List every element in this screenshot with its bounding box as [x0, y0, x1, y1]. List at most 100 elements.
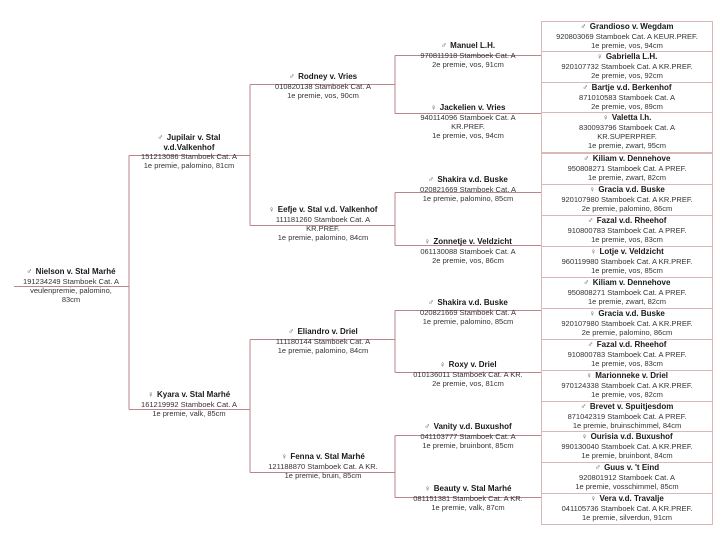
ancestor-name: ♂ Grandioso v. Wegdam [580, 22, 674, 31]
great-grandparent-name: ♂ Shakira v.d. Buske [428, 298, 508, 307]
ancestor-box-15: ♂ Guus v. 't Eind 920801912 Stamboek Cat… [541, 462, 713, 494]
female-icon: ♀ [424, 237, 431, 246]
great-grandparent-premium: 1e premie, valk, 87cm [431, 502, 505, 512]
ancestor-premium: 1e premie, silverdun, 91cm [581, 512, 673, 522]
ancestor-name: ♀ Gracia v.d. Buske [589, 185, 665, 194]
male-icon: ♂ [440, 41, 447, 50]
ancestor-name: ♂ Kiliam v. Dennehove [583, 154, 671, 163]
ancestor-premium: 1e premie, vos, 82cm [591, 389, 663, 399]
grandparent-premium: 1e premie, palomino, 84cm [277, 345, 369, 355]
ancestor-premium: 2e premie, palomino, 86cm [581, 203, 673, 213]
ancestor-box-14: ♀ Ourisia v.d. Buxushof 990130040 Stambo… [541, 431, 713, 463]
ancestor-registration: 920107980 Stamboek Cat. A KR.PREF. [561, 318, 693, 328]
ancestor-premium: 1e premie, bruinbont, 84cm [581, 450, 673, 460]
female-icon: ♀ [268, 205, 275, 214]
ancestor-registration: 871010583 Stamboek Cat. A [579, 92, 675, 102]
great-grandparent-grade: KR.PREF. [451, 121, 485, 131]
great-grandparent-name: ♂ Vanity v.d. Buxushof [424, 422, 512, 431]
ancestor-registration: 970124338 Stamboek Cat. A KR.PREF. [561, 380, 693, 390]
male-icon: ♂ [583, 154, 590, 163]
ancestor-premium: 1e premie, vos, 94cm [591, 40, 663, 50]
great-grandparent-registration: 020821669 Stamboek Cat. A [420, 184, 516, 194]
great-grandparent-name: ♀ Jackelien v. Vries [430, 103, 506, 112]
ancestor-premium: 1e premie, vosschimmel, 85cm [575, 481, 679, 491]
subject-height: 83cm [61, 294, 81, 304]
grandparent-premium: 1e premie, palomino, 84cm [277, 232, 369, 242]
grandparent-4: ♀ Fenna v. Stal Marhé 121188870 Stamboek… [256, 452, 390, 480]
great-grandparent-5: ♂ Shakira v.d. Buske 020821669 Stamboek … [404, 298, 532, 326]
sire-premium: 1e premie, palomino, 81cm [143, 161, 235, 170]
ancestor-premium: 2e premie, palomino, 86cm [581, 327, 673, 337]
ancestor-name: ♀ Ourisia v.d. Buxushof [581, 432, 673, 441]
grandparent-name: ♂ Eliandro v. Driel [288, 327, 358, 336]
sire-name: ♂ Jupilair v. Stal v.d.Valkenhof [157, 133, 221, 152]
great-grandparent-premium: 2e premie, vos, 91cm [432, 59, 504, 69]
dam-registration: 161219992 Stamboek Cat. A [141, 399, 237, 409]
great-grandparent-registration: 081151381 Stamboek Cat. A KR. [413, 493, 523, 503]
ancestor-premium: 2e premie, vos, 89cm [591, 101, 663, 111]
great-grandparent-registration: 041103777 Stamboek Cat. A [420, 431, 516, 441]
female-icon: ♀ [589, 185, 596, 194]
ancestor-box-4: ♀ Valetta l.h. 830093796 Stamboek Cat. A… [541, 112, 713, 153]
ancestor-name: ♂ Guus v. 't Eind [594, 463, 660, 472]
ancestor-name: ♀ Marionneke v. Driel [586, 371, 668, 380]
male-icon: ♂ [157, 133, 164, 142]
great-grandparent-registration: 061130088 Stamboek Cat. A [420, 246, 516, 256]
great-grandparent-name: ♂ Manuel L.H. [440, 41, 496, 50]
ancestor-name: ♀ Lotje v. Veldzicht [590, 247, 664, 256]
ancestor-box-11: ♂ Fazal v.d. Rheehof 910800783 Stamboek … [541, 339, 713, 371]
female-icon: ♀ [589, 309, 596, 318]
female-icon: ♀ [596, 52, 603, 61]
dam-premium: 1e premie, valk, 85cm [152, 408, 226, 418]
grandparent-grade: KR.PREF. [306, 223, 340, 233]
ancestor-registration: 950808271 Stamboek Cat. A PREF. [567, 287, 687, 297]
ancestor-box-16: ♀ Vera v.d. Travalje 041105736 Stamboek … [541, 493, 713, 525]
great-grandparent-7: ♂ Vanity v.d. Buxushof 041103777 Stamboe… [404, 422, 532, 450]
ancestor-registration: 950808271 Stamboek Cat. A PREF. [567, 163, 687, 173]
great-grandparent-name: ♀ Roxy v. Driel [439, 360, 497, 369]
grandparent-3: ♂ Eliandro v. Driel 111180144 Stamboek C… [262, 327, 384, 355]
male-icon: ♂ [587, 216, 594, 225]
ancestor-name: ♀ Gracia v.d. Buske [589, 309, 665, 318]
grandparent-name: ♀ Eefje v. Stal v.d. Valkenhof [268, 205, 378, 214]
ancestor-name: ♂ Brevet v. Spuitjesdom [580, 402, 674, 411]
ancestor-registration: 920107980 Stamboek Cat. A KR.PREF. [561, 194, 693, 204]
ancestor-premium: 1e premie, bruinschimmel, 84cm [572, 420, 682, 430]
male-icon: ♂ [583, 278, 590, 287]
ancestor-box-8: ♀ Lotje v. Veldzicht 960119980 Stamboek … [541, 246, 713, 278]
ancestor-box-5: ♂ Kiliam v. Dennehove 950808271 Stamboek… [541, 153, 713, 185]
male-icon: ♂ [424, 422, 431, 431]
great-grandparent-premium: 1e premie, bruinbont, 85cm [422, 440, 514, 450]
ancestor-registration: 960119980 Stamboek Cat. A KR.PREF. [561, 256, 693, 266]
ancestor-registration: 910800783 Stamboek Cat. A PREF. [567, 225, 687, 235]
subject-premium: veulenpremie, palomino, [30, 285, 112, 295]
ancestor-registration: 871042319 Stamboek Cat. A PREF. [567, 411, 687, 421]
ancestor-box-2: ♀ Gabriella L.H. 920107732 Stamboek Cat.… [541, 51, 713, 83]
great-grandparent-registration: 940114096 Stamboek Cat. A [420, 112, 516, 122]
male-icon: ♂ [594, 463, 601, 472]
ancestor-box-6: ♀ Gracia v.d. Buske 920107980 Stamboek C… [541, 184, 713, 216]
ancestor-registration: 920107732 Stamboek Cat. A KR.PREF. [561, 61, 693, 71]
ancestor-registration: 830093796 Stamboek Cat. A [579, 122, 675, 132]
male-icon: ♂ [288, 72, 295, 81]
grandparent-registration: 010820138 Stamboek Cat. A [275, 81, 371, 91]
male-icon: ♂ [580, 402, 587, 411]
ancestor-registration: 041105736 Stamboek Cat. A KR.PREF. [561, 503, 693, 513]
female-icon: ♀ [586, 371, 592, 380]
ancestor-premium: 1e premie, zwart, 82cm [588, 172, 666, 182]
female-icon: ♀ [590, 247, 597, 256]
female-icon: ♀ [439, 360, 446, 369]
sire-registration: 151213086 Stamboek Cat. A [141, 152, 237, 161]
ancestor-premium: 1e premie, vos, 83cm [591, 234, 663, 244]
great-grandparent-registration: 020821669 Stamboek Cat. A [420, 307, 516, 317]
male-icon: ♂ [580, 22, 587, 31]
male-icon: ♂ [587, 340, 594, 349]
great-grandparent-name: ♀ Beauty v. Stal Marhé [424, 484, 512, 493]
dam-name: ♀ Kyara v. Stal Marhé [147, 390, 231, 399]
ancestor-registration: 920801912 Stamboek Cat. A [579, 472, 675, 482]
ancestor-box-1: ♂ Grandioso v. Wegdam 920803069 Stamboek… [541, 21, 713, 53]
great-grandparent-8: ♀ Beauty v. Stal Marhé 081151381 Stamboe… [400, 484, 536, 512]
ancestor-registration: 920803069 Stamboek Cat. A KEUR.PREF. [556, 31, 698, 41]
ancestor-box-13: ♂ Brevet v. Spuitjesdom 871042319 Stambo… [541, 401, 713, 433]
